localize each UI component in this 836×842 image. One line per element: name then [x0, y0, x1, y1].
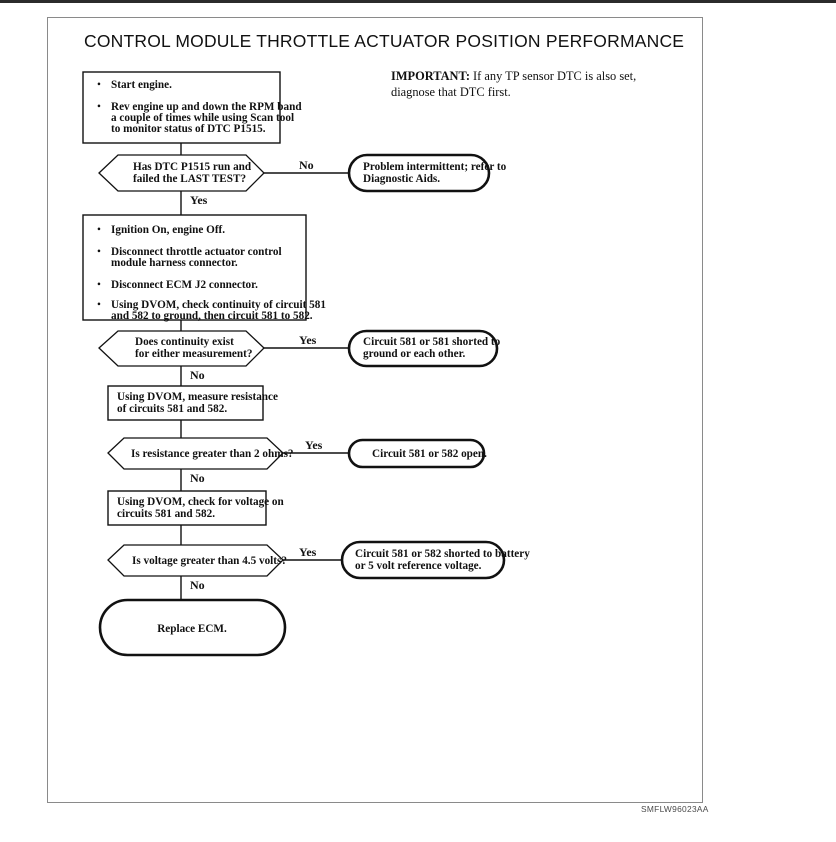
result4-line-0: Circuit 581 or 582 shorted to battery [355, 548, 530, 560]
node-result3: Circuit 581 or 582 open. [347, 438, 487, 469]
result1-line-1: Diagnostic Aids. [363, 173, 440, 185]
step1-line-1-2: to monitor status of DTC P1515. [111, 123, 266, 135]
step3-line-0: Using DVOM, measure resistance [117, 391, 278, 403]
decision3-hexagon [107, 437, 284, 470]
node-step2: • Ignition On, engine Off. • Disconnect … [82, 214, 326, 322]
result2-line-1: ground or each other. [363, 348, 466, 360]
footer-code: SMFLW96023AA [641, 804, 709, 814]
decision3-branch-yes: Yes [305, 438, 323, 452]
step1-bullet-marker-1: • [97, 101, 101, 113]
decision1-hexagon [98, 154, 265, 192]
decision2-hexagon [98, 330, 265, 367]
decision1-line-1: failed the LAST TEST? [133, 173, 246, 185]
step1-line-0-0: Start engine. [111, 79, 172, 91]
step2-line-2-0: Disconnect ECM J2 connector. [111, 279, 258, 291]
decision1-line-0: Has DTC P1515 run and [133, 161, 252, 173]
node-result4: Circuit 581 or 582 shorted to battery or… [340, 540, 530, 580]
page-title: CONTROL MODULE THROTTLE ACTUATOR POSITIO… [84, 31, 685, 51]
node-final: Replace ECM. [98, 598, 287, 657]
node-decision3: Is resistance greater than 2 ohms? Yes N… [107, 437, 323, 485]
step2-line-1-0: Disconnect throttle actuator control [111, 246, 282, 258]
node-result1: Problem intermittent; refer to Diagnosti… [347, 153, 507, 193]
decision3-branch-no: No [190, 471, 205, 485]
node-step1: • Start engine. • Rev engine up and down… [82, 71, 302, 144]
decision4-line-0: Is voltage greater than 4.5 volts? [132, 555, 287, 567]
result4-stadium [340, 540, 506, 580]
result1-stadium [347, 153, 491, 193]
step1-line-1-0: Rev engine up and down the RPM band [111, 101, 302, 113]
step1-box [82, 71, 281, 144]
step2-bullet-marker-2: • [97, 279, 101, 291]
connector-layer [180, 143, 349, 600]
result3-stadium [347, 438, 486, 469]
step2-line-3-0: Using DVOM, check continuity of circuit … [111, 299, 326, 311]
node-decision1: Has DTC P1515 run and failed the LAST TE… [98, 154, 314, 207]
decision4-branch-yes: Yes [299, 545, 317, 559]
node-step3: Using DVOM, measure resistance of circui… [107, 385, 278, 421]
decision1-branch-no: No [299, 158, 314, 172]
step3-box [107, 385, 264, 421]
decision2-line-1: for either measurement? [135, 348, 252, 360]
step4-line-1: circuits 581 and 582. [117, 508, 215, 520]
result3-line-0: Circuit 581 or 582 open. [372, 448, 487, 460]
result2-stadium [347, 329, 499, 368]
step2-bullet-marker-0: • [97, 224, 101, 236]
step4-box [107, 490, 267, 526]
decision2-line-0: Does continuity exist [135, 336, 234, 348]
node-result2: Circuit 581 or 581 shorted to ground or … [347, 329, 501, 368]
final-stadium [98, 598, 287, 657]
final-line-0: Replace ECM. [157, 623, 227, 635]
step2-bullet-marker-3: • [97, 299, 101, 311]
important-label: IMPORTANT: [391, 69, 470, 83]
step4-line-0: Using DVOM, check for voltage on [117, 496, 285, 508]
step1-bullet-marker-0: • [97, 79, 101, 91]
top-edge-strip [0, 0, 836, 3]
decision2-branch-no: No [190, 368, 205, 382]
decision4-hexagon [107, 544, 284, 577]
step1-line-1-1: a couple of times while using Scan tool [111, 112, 294, 124]
node-decision2: Does continuity exist for either measure… [98, 330, 317, 382]
decision2-branch-yes: Yes [299, 333, 317, 347]
step2-line-3-1: and 582 to ground, then circuit 581 to 5… [111, 310, 313, 322]
result1-line-0: Problem intermittent; refer to [363, 161, 507, 173]
result2-line-0: Circuit 581 or 581 shorted to [363, 336, 501, 348]
step2-bullet-marker-1: • [97, 246, 101, 258]
step2-line-1-1: module harness connector. [111, 257, 238, 269]
node-decision4: Is voltage greater than 4.5 volts? Yes N… [107, 544, 317, 592]
important-body: If any TP sensor DTC is also set, diagno… [391, 69, 637, 99]
step3-line-1: of circuits 581 and 582. [117, 403, 227, 415]
decision3-line-0: Is resistance greater than 2 ohms? [131, 448, 294, 460]
important-note: IMPORTANT: If any TP sensor DTC is also … [391, 69, 641, 101]
decision4-branch-no: No [190, 578, 205, 592]
step2-line-0-0: Ignition On, engine Off. [111, 224, 225, 236]
decision1-branch-yes: Yes [190, 193, 208, 207]
result4-line-1: or 5 volt reference voltage. [355, 560, 482, 572]
step2-box [82, 214, 307, 321]
node-step4: Using DVOM, check for voltage on circuit… [107, 490, 285, 526]
